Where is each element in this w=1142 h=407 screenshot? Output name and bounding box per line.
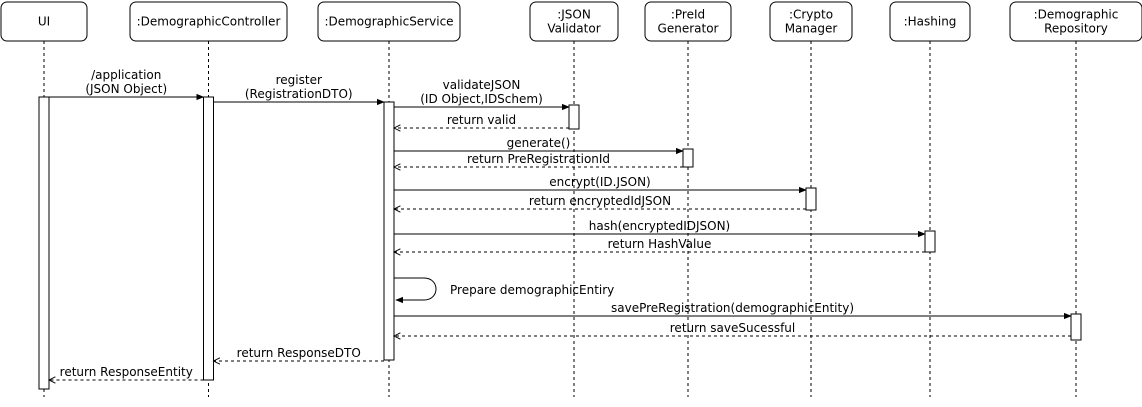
participant-label: Repository [1044, 22, 1108, 36]
activation-bar-hashing [924, 230, 936, 253]
message-label: validateJSON [443, 78, 521, 92]
activation-bar-ui [38, 96, 50, 390]
message-hash: hash(encryptedIDJSON) [394, 219, 926, 238]
lifelines-layer [43, 41, 1077, 397]
activation-bar-validator [568, 104, 580, 130]
self-call-arrow [394, 277, 437, 304]
message-label: (RegistrationDTO) [245, 87, 353, 101]
message-label: generate() [507, 136, 571, 150]
message-encrypt: encrypt(ID.JSON) [394, 175, 807, 194]
participant-label: Generator [658, 22, 719, 36]
message-label: (JSON Object) [85, 82, 167, 96]
participant-box [529, 1, 619, 42]
participant-label: :Hashing [904, 15, 957, 29]
participant-box [644, 1, 732, 42]
message-return-valid: return valid [394, 113, 569, 128]
participant-ui: UI [0, 1, 88, 42]
message-savepreregistration: savePreRegistration(demographicEntity) [394, 301, 1072, 320]
message-return-encryptedidjson: return encryptedIdJSON [394, 194, 806, 209]
message-label: return PreRegistrationId [467, 152, 610, 166]
participant-label: :DemographicController [137, 15, 281, 29]
activation-bar-preid [682, 148, 694, 168]
participant-label: Manager [785, 22, 838, 36]
message-label: hash(encryptedIDJSON) [589, 219, 730, 233]
participant-box [317, 1, 461, 42]
participant-box [129, 1, 288, 42]
message-label: register [276, 73, 322, 87]
activation-bar-service [383, 101, 395, 361]
participant-controller: :DemographicController [129, 1, 288, 42]
message-register: register(RegistrationDTO) [213, 73, 385, 106]
message-return-hashvalue: return HashValue [394, 237, 925, 252]
message-label: return valid [447, 113, 516, 127]
participant-service: :DemographicService [317, 1, 461, 42]
message-label: return encryptedIdJSON [529, 194, 671, 208]
message-application: /application(JSON Object) [49, 68, 205, 101]
message-label: (ID Object,IDSchem) [420, 92, 543, 106]
message-label: savePreRegistration(demographicEntity) [611, 301, 854, 315]
participant-label: :JSON [557, 8, 591, 22]
message-return-savesucessful: return saveSucessful [394, 321, 1071, 336]
participant-hashing: :Hashing [889, 1, 971, 42]
message-return-responseentity: return ResponseEntity [49, 365, 204, 380]
message-label: return ResponseEntity [60, 365, 193, 379]
message-label: return saveSucessful [670, 321, 795, 335]
message-label: return ResponseDTO [237, 346, 361, 360]
activation-bar-controller [203, 96, 214, 381]
participant-label: :DemographicService [324, 15, 453, 29]
activation-bar-repository [1070, 313, 1082, 341]
message-prepare-demographicentiry: Prepare demographicEntiry [394, 277, 614, 304]
participant-label: :Demographic [1034, 8, 1119, 22]
message-validatejson: validateJSON(ID Object,IDSchem) [394, 78, 570, 111]
participant-label: :Crypto [789, 8, 833, 22]
message-label: /application [91, 68, 161, 82]
participant-label: :PreId [671, 8, 705, 22]
participant-box [769, 1, 853, 42]
participant-heads-layer: UI :DemographicController :DemographicServ… [0, 1, 1142, 42]
participant-label: Validator [547, 22, 600, 36]
activation-bar-crypto [805, 187, 817, 211]
messages-layer: /application(JSON Object)register(Regist… [49, 68, 1072, 380]
participant-box [1009, 1, 1142, 42]
participant-box [0, 1, 88, 42]
message-label: encrypt(ID.JSON) [549, 175, 650, 189]
message-label: Prepare demographicEntiry [450, 283, 614, 297]
participant-label: UI [38, 15, 50, 29]
message-generate: generate() [394, 136, 684, 155]
activations-layer [38, 96, 1082, 390]
message-return-responsedto: return ResponseDTO [214, 346, 384, 361]
message-return-preregistrationid: return PreRegistrationId [394, 152, 683, 167]
message-label: return HashValue [608, 237, 712, 251]
participant-box [889, 1, 971, 42]
